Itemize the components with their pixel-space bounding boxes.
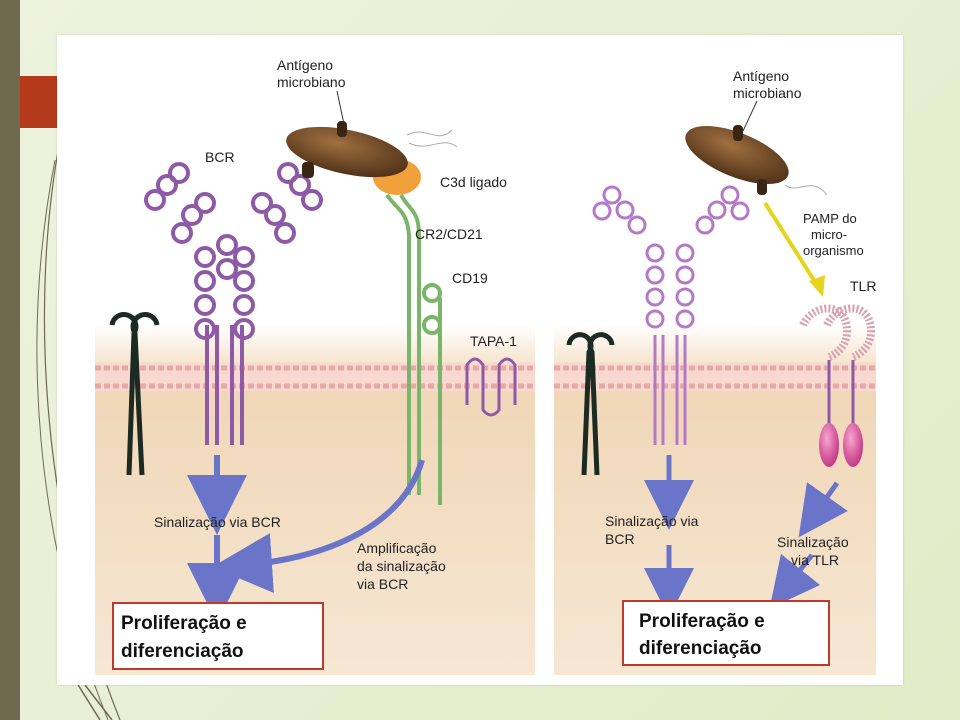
cd19-receptor (422, 283, 442, 505)
right-signal-tlr-2: via TLR (791, 552, 839, 568)
pamp-arrow (763, 201, 819, 287)
cr2-cd21-label: CR2/CD21 (415, 226, 483, 242)
left-antigen-label-1: Antígeno (277, 57, 333, 73)
pamp-label-2: micro- (811, 227, 847, 242)
right-ig-alpha-beta-receptor (566, 332, 615, 476)
microbial-antigen-left (286, 121, 458, 178)
right-membrane (554, 363, 876, 391)
cd19-label: CD19 (452, 270, 488, 286)
slide-left-bar (0, 0, 20, 720)
right-antigen-label-1: Antígeno (733, 68, 789, 84)
tlr-label: TLR (850, 278, 876, 294)
right-antigen-label-2: microbiano (733, 85, 802, 101)
bcr-label: BCR (205, 149, 235, 165)
amp-label-3: via BCR (357, 576, 408, 592)
right-bcr-receptor (592, 185, 750, 445)
amp-label-1: Amplificação (357, 540, 437, 556)
tapa1-label: TAPA-1 (470, 333, 517, 349)
tlr-arrow-1 (798, 481, 848, 538)
left-signal-label: Sinalização via BCR (154, 514, 281, 530)
left-membrane (95, 363, 535, 391)
microbial-antigen-right (685, 125, 828, 196)
right-result-line1: Proliferação e (639, 611, 765, 632)
amp-label-2: da sinalização (357, 558, 446, 574)
tlr-arrow-2 (769, 553, 821, 609)
right-signal-bcr-2: BCR (605, 531, 635, 547)
slide-accent-tab (20, 76, 60, 128)
pamp-label-1: PAMP do (803, 211, 857, 226)
right-result-line2: diferenciação (639, 638, 762, 659)
left-result-line2: diferenciação (121, 641, 244, 662)
left-panel: BCR CD19 TAPA-1 Antígeno microbiano C3d … (95, 57, 535, 675)
bcr-signaling-diagram: BCR CD19 TAPA-1 Antígeno microbiano C3d … (95, 57, 876, 675)
pamp-label-3: organismo (803, 243, 864, 258)
left-antigen-label-2: microbiano (277, 74, 346, 90)
ig-alpha-beta-receptor (109, 312, 160, 476)
right-panel: Antígeno microbiano PAMP do micro- organ… (554, 68, 876, 675)
left-result-box (112, 602, 324, 670)
right-signal-bcr-1: Sinalização via (605, 513, 699, 529)
right-signal-tlr-1: Sinalização (777, 534, 849, 550)
cr2-cd21-receptor (385, 193, 421, 495)
pamp-arrow-head (809, 275, 825, 297)
tlr-receptor (799, 304, 876, 467)
c3d-label: C3d ligado (440, 174, 507, 190)
amplification-arrow (212, 459, 425, 593)
right-result-box (622, 600, 830, 666)
left-result-line1: Proliferação e (121, 613, 247, 634)
bcr-receptor (144, 162, 323, 445)
tapa1-protein (465, 357, 517, 417)
textbook-figure-photo: BCR CD19 TAPA-1 Antígeno microbiano C3d … (57, 35, 903, 685)
